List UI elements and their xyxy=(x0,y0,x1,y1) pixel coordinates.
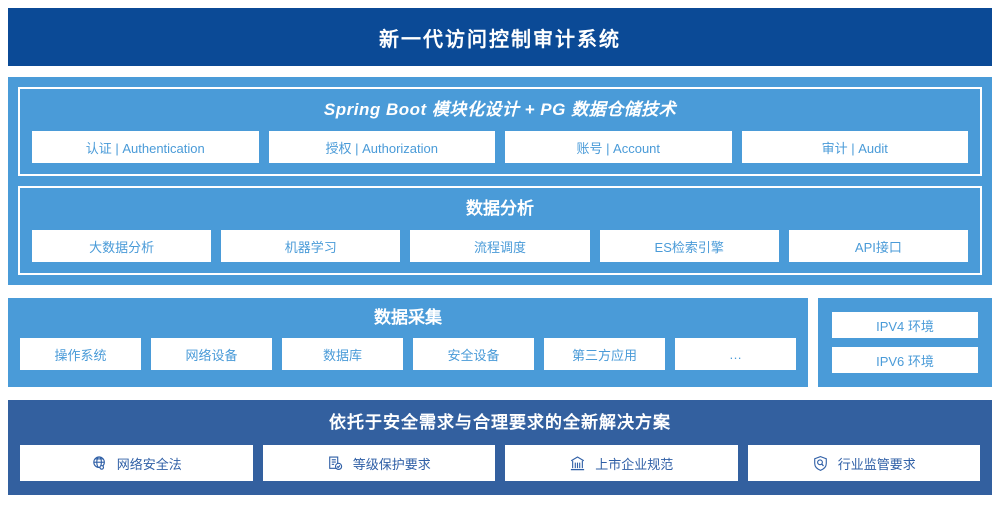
chip-audit[interactable]: 审计 | Audit xyxy=(741,131,968,163)
chip-label: 机器学习 xyxy=(284,239,337,255)
spacer xyxy=(8,285,992,298)
platform-section: Spring Boot 模块化设计 + PG 数据仓储技术 认证 | Authe… xyxy=(8,77,992,285)
chip-process-scheduling[interactable]: 流程调度 xyxy=(410,230,590,262)
chip-ipv4-environment[interactable]: IPV4 环境 xyxy=(832,312,978,338)
chip-big-data-analysis[interactable]: 大数据分析 xyxy=(32,230,212,262)
chip-label: 流程调度 xyxy=(474,239,527,255)
chip-label: 授权 | Authorization xyxy=(325,140,438,156)
chip-es-search-engine[interactable]: ES检索引擎 xyxy=(599,230,779,262)
spacer xyxy=(8,387,992,400)
shield-search-icon xyxy=(812,455,829,472)
chip-label: 认证 | Authentication xyxy=(85,140,205,156)
chip-cybersecurity-law[interactable]: 网络安全法 xyxy=(20,445,253,481)
chip-label: 网络安全法 xyxy=(116,456,182,472)
chip-more-ellipsis[interactable]: … xyxy=(675,338,796,370)
chip-label: ES检索引擎 xyxy=(654,239,724,255)
solution-layer-panel: 依托于安全需求与合理要求的全新解决方案 网络安全法 xyxy=(8,400,992,495)
chip-label: … xyxy=(729,346,742,362)
chip-operating-system[interactable]: 操作系统 xyxy=(20,338,141,370)
chip-account[interactable]: 账号 | Account xyxy=(505,131,732,163)
chip-label: 账号 | Account xyxy=(576,140,661,156)
chip-industry-regulation[interactable]: 行业监管要求 xyxy=(747,445,980,481)
collection-layer-chip-row: 操作系统 网络设备 数据库 安全设备 第三方应用 … xyxy=(20,338,796,370)
chip-ipv6-environment[interactable]: IPV6 环境 xyxy=(832,347,978,373)
application-layer-chip-row: 认证 | Authentication 授权 | Authorization 账… xyxy=(32,131,968,163)
environment-panel: IPV4 环境 IPV6 环境 xyxy=(818,298,992,387)
chip-label: 行业监管要求 xyxy=(837,456,916,472)
page-header: 新一代访问控制审计系统 xyxy=(8,8,992,66)
application-layer-title: Spring Boot 模块化设计 + PG 数据仓储技术 xyxy=(323,100,677,119)
chip-third-party-app[interactable]: 第三方应用 xyxy=(544,338,665,370)
solution-layer-title: 依托于安全需求与合理要求的全新解决方案 xyxy=(329,413,671,432)
chip-label: IPV4 环境 xyxy=(876,318,934,334)
application-layer-panel: Spring Boot 模块化设计 + PG 数据仓储技术 认证 | Authe… xyxy=(18,87,982,176)
chip-label: 数据库 xyxy=(322,347,362,363)
chip-network-device[interactable]: 网络设备 xyxy=(151,338,272,370)
analysis-layer-chip-row: 大数据分析 机器学习 流程调度 ES检索引擎 API接口 xyxy=(32,230,969,262)
chip-label: IPV6 环境 xyxy=(876,353,934,369)
collection-layer-title: 数据采集 xyxy=(374,308,442,327)
chip-authentication[interactable]: 认证 | Authentication xyxy=(32,131,259,163)
page-title: 新一代访问控制审计系统 xyxy=(379,28,621,51)
analysis-layer-panel: 数据分析 大数据分析 机器学习 流程调度 ES检索引擎 API接口 xyxy=(18,186,982,275)
analysis-layer-title: 数据分析 xyxy=(466,199,534,218)
document-check-icon xyxy=(327,455,344,472)
globe-network-icon xyxy=(91,455,108,472)
chip-label: 等级保护要求 xyxy=(352,456,431,472)
spacer xyxy=(8,66,992,77)
chip-authorization[interactable]: 授权 | Authorization xyxy=(268,131,495,163)
bank-building-icon xyxy=(569,455,586,472)
chip-label: 大数据分析 xyxy=(89,239,155,255)
chip-api-interface[interactable]: API接口 xyxy=(788,230,969,262)
chip-listed-company-standard[interactable]: 上市企业规范 xyxy=(505,445,738,481)
chip-database[interactable]: 数据库 xyxy=(282,338,403,370)
chip-label: 审计 | Audit xyxy=(821,140,888,156)
chip-label: 操作系统 xyxy=(54,347,107,363)
chip-security-device[interactable]: 安全设备 xyxy=(413,338,534,370)
chip-label: 安全设备 xyxy=(447,347,500,363)
chip-classified-protection[interactable]: 等级保护要求 xyxy=(262,445,495,481)
chip-label: 上市企业规范 xyxy=(595,456,674,472)
collection-row: 数据采集 操作系统 网络设备 数据库 安全设备 第三方应用 … xyxy=(8,298,992,387)
chip-label: 网络设备 xyxy=(185,347,238,363)
chip-label: API接口 xyxy=(854,239,902,255)
chip-machine-learning[interactable]: 机器学习 xyxy=(221,230,401,262)
chip-label: 第三方应用 xyxy=(571,347,637,363)
solution-layer-chip-row: 网络安全法 等级保护要求 xyxy=(20,445,980,481)
collection-layer-panel: 数据采集 操作系统 网络设备 数据库 安全设备 第三方应用 … xyxy=(8,298,808,387)
